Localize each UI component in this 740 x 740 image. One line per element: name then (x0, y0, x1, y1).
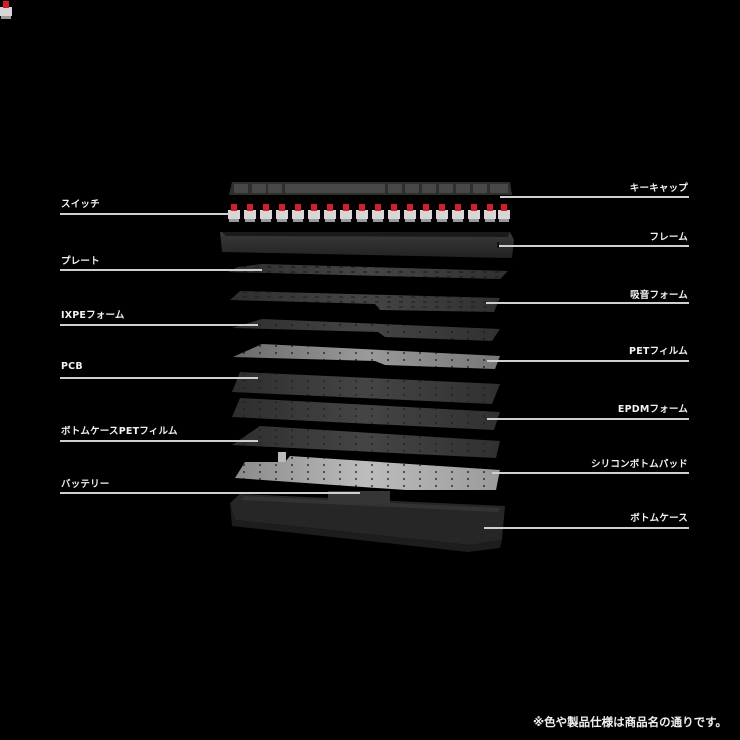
label-pcb: PCB (61, 361, 83, 372)
leader-line-silicone-bottom-pad (492, 472, 689, 474)
leader-line-keycap (500, 196, 689, 198)
leader-line-sound-absorbing-foam (486, 302, 689, 304)
leader-line-plate (60, 269, 262, 271)
leader-line-switch (60, 213, 230, 215)
label-ixpe-foam: IXPEフォーム (61, 310, 125, 321)
label-sound-absorbing-foam: 吸音フォーム (630, 290, 688, 301)
leader-line-ixpe-foam (60, 324, 258, 326)
leader-line-frame (499, 245, 689, 247)
leader-line-battery (60, 492, 360, 494)
label-pet-film: PETフィルム (629, 346, 688, 357)
label-frame: フレーム (649, 232, 688, 243)
switch-layer (0, 1, 510, 222)
leader-line-pet-film (487, 360, 689, 362)
leader-line-bottom-case (484, 527, 689, 529)
frame-layer (220, 232, 514, 258)
label-plate: プレート (61, 256, 100, 267)
bottom-case-layer (230, 491, 505, 552)
leader-line-bottom-case-pet-film (60, 440, 258, 442)
label-battery: バッテリー (61, 479, 110, 490)
keycap-layer (229, 182, 512, 195)
silicone-bottom-pad-layer (235, 452, 500, 490)
label-epdm-foam: EPDMフォーム (617, 404, 688, 415)
label-keycap: キーキャップ (629, 183, 688, 194)
label-switch: スイッチ (61, 199, 100, 210)
footer-note: ※色や製品仕様は商品名の通りです。 (532, 715, 727, 729)
leader-line-epdm-foam (487, 418, 689, 420)
label-bottom-case: ボトムケース (630, 513, 688, 524)
label-silicone-bottom-pad: シリコンボトムパッド (590, 459, 688, 470)
label-bottom-case-pet-film: ボトムケースPETフィルム (61, 426, 178, 437)
leader-line-pcb (60, 377, 258, 379)
